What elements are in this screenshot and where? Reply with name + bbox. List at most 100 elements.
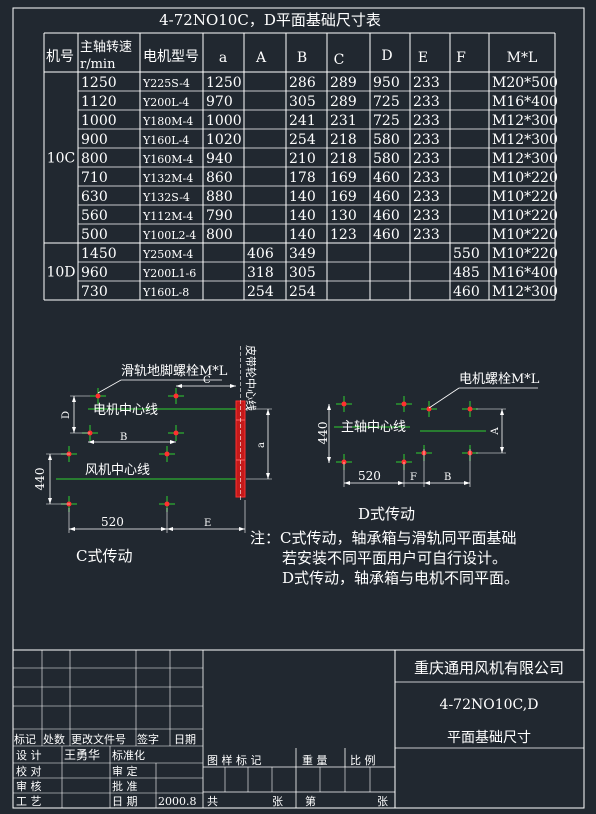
table-cell-B: 241 (289, 113, 316, 129)
c-drive-caption: C式传动 (76, 547, 132, 565)
table-cell-B: 254 (289, 284, 316, 300)
table-cell-B: 140 (289, 208, 316, 224)
d-dim-b-label: B (444, 472, 451, 483)
date-label: 日 期 (112, 795, 138, 808)
table-cell-B: 349 (289, 246, 316, 262)
d-drive-diagram: 主轴中心线 电机螺栓M*L 440 A 520 F B D式传动 (316, 372, 540, 523)
table-cell-B: 140 (289, 227, 316, 243)
table-cell-motor: Y200L-4 (142, 96, 189, 109)
table-cell-D: 460 (373, 189, 400, 205)
date-value: 2000.8 (158, 795, 197, 808)
table-cell-motor: Y160M-4 (142, 153, 193, 166)
table-cell-speed: 710 (81, 170, 108, 186)
table-cell-speed: 730 (81, 284, 108, 300)
table-cell-D: 580 (373, 132, 400, 148)
table-cell-speed: 500 (81, 227, 108, 243)
table-cell-D: 460 (373, 170, 400, 186)
design-label: 设 计 (16, 749, 42, 762)
rail-bolt-label: 滑轨地脚螺栓M*L (121, 363, 228, 379)
table-cell-motor: Y180M-4 (142, 115, 193, 128)
header-a: a (219, 50, 227, 66)
table-cell-speed: 1450 (81, 246, 117, 262)
note-line-2: 若安装不同平面用户可自行设计。 (282, 549, 507, 567)
total-label: 共 (207, 795, 218, 808)
d-drive-caption: D式传动 (358, 505, 415, 523)
dim-440-arrows (48, 454, 52, 504)
table-cell-speed: 960 (81, 265, 108, 281)
rev-header-file: 更改文件号 (71, 732, 126, 746)
drawing-code: 4-72NO10C,D (440, 697, 539, 713)
table-cell-E: 233 (413, 170, 440, 186)
d-dim-f-label: F (410, 472, 417, 483)
table-cell-D: 950 (373, 75, 400, 91)
shaft-center-label: 主轴中心线 (341, 420, 406, 435)
table-cell-motor: Y250M-4 (142, 248, 193, 261)
table-cell-B: 140 (289, 189, 316, 205)
header-speed-unit: r/min (80, 57, 116, 72)
dim-a-label: a (256, 442, 267, 448)
table-cell-a: 1000 (206, 113, 242, 129)
page-label: 第 (305, 794, 316, 808)
note-line-1: 注：C式传动，轴承箱与滑轨同平面基础 (250, 529, 516, 547)
table-cell-motor: Y225S-4 (142, 77, 190, 90)
motor-center-label: 电机中心线 (93, 403, 158, 418)
table-cell-C: 218 (330, 151, 357, 167)
table-cell-D: 460 (373, 208, 400, 224)
bolt-marker (396, 396, 412, 412)
header-F: F (456, 50, 466, 66)
company-name: 重庆通用风机有限公司 (414, 659, 564, 677)
c-drive-diagram: 皮带轮中心线 电机中心线 风机中心线 滑轨地脚螺栓M*L C D B a (33, 345, 272, 565)
drawing-name: 平面基础尺寸 (447, 729, 531, 746)
header-B: B (297, 50, 307, 66)
check-label: 校 对 (16, 764, 42, 778)
table-cell-speed: 630 (81, 189, 108, 205)
table-cell-F: 460 (453, 284, 480, 300)
table-cell-ML: M12*300 (492, 151, 558, 167)
table-cell-motor: Y132M-4 (142, 172, 193, 185)
scale-label: 比 例 (350, 753, 376, 767)
d-dim-440-arrows (327, 404, 331, 463)
header-C: C (334, 52, 345, 68)
table-cell-C: 231 (330, 113, 357, 129)
table-cell-speed: 1120 (81, 94, 117, 110)
table-cell-ML: M10*220 (492, 246, 558, 262)
table-cell-ML: M20*500 (492, 75, 558, 91)
d-dim-a-label: A (490, 427, 501, 436)
table-cell-A: 406 (247, 246, 274, 262)
table-cell-speed: 900 (81, 132, 108, 148)
rev-header-sign: 签字 (137, 732, 159, 746)
belt-center-label: 皮带轮中心线 (244, 345, 258, 411)
table-cell-ML: M12*300 (492, 284, 558, 300)
header-E: E (418, 50, 428, 66)
d-dim-440-label: 440 (316, 422, 330, 445)
table-cell-ML: M10*220 (492, 227, 558, 243)
dim-d-label: D (61, 411, 72, 419)
group-10d: 10D (46, 265, 75, 281)
table-cell-speed: 560 (81, 208, 108, 224)
header-motor: 电机型号 (143, 49, 199, 65)
header-A: A (255, 50, 267, 66)
header-ML: M*L (507, 50, 538, 66)
table-cell-B: 305 (289, 94, 316, 110)
table-cell-ML: M10*220 (492, 208, 558, 224)
page-sheet-label: 张 (377, 795, 388, 808)
table-cell-speed: 800 (81, 151, 108, 167)
table-cell-speed: 1000 (81, 113, 117, 129)
table-cell-E: 233 (413, 151, 440, 167)
note-line-3: D式传动，轴承箱与电机不同平面。 (282, 569, 519, 587)
table-cell-a: 970 (206, 94, 233, 110)
table-cell-E: 233 (413, 227, 440, 243)
table-cell-C: 218 (330, 132, 357, 148)
bolt-marker (462, 401, 478, 417)
table-cell-E: 233 (413, 113, 440, 129)
rev-header-count: 处数 (43, 733, 65, 746)
table-cell-motor: Y112M-4 (142, 210, 193, 223)
total-sheet-label: 张 (272, 795, 283, 808)
bolt-marker (168, 425, 184, 441)
table-cell-E: 233 (413, 132, 440, 148)
table-cell-E: 233 (413, 94, 440, 110)
review-label: 审 定 (112, 764, 138, 778)
rail-bolt-leader (97, 379, 122, 394)
dim-c-arrows (176, 384, 236, 388)
